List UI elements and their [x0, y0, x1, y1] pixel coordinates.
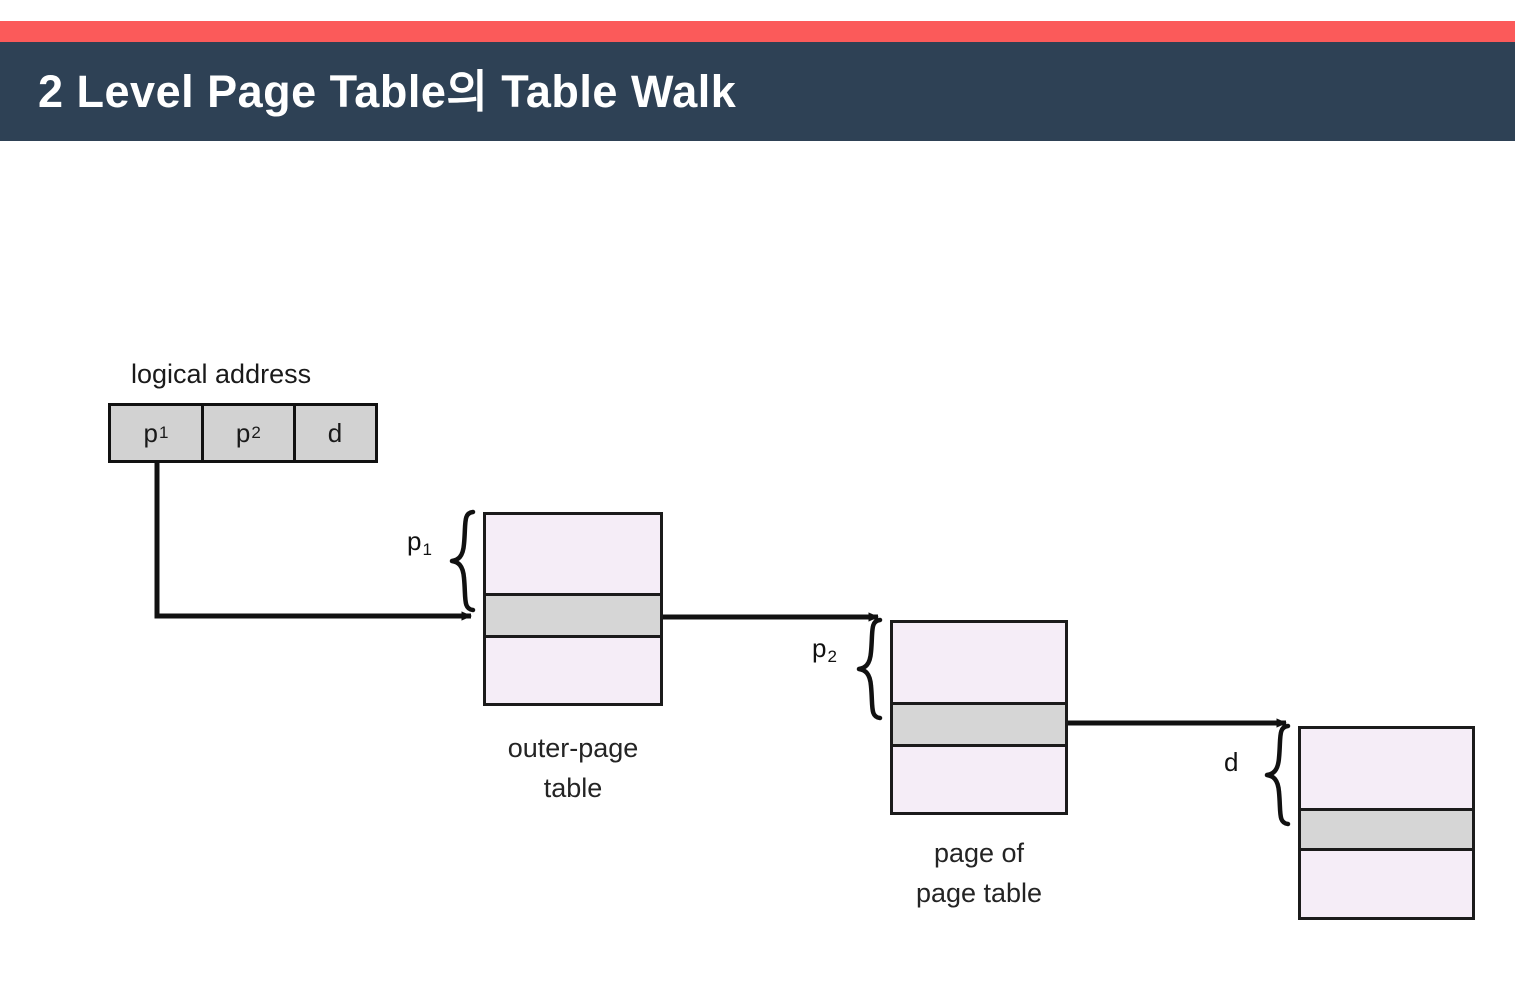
memory-frame-selected-row: [1301, 808, 1472, 851]
outer-page-table-row-3: [486, 638, 660, 703]
brace-label-subscript: 1: [422, 539, 432, 559]
caption-line-2: table: [543, 773, 603, 803]
page-of-page-table: [890, 620, 1068, 815]
outer-page-table-row-1: [486, 515, 660, 593]
diagram-connectors: [154, 463, 1291, 827]
memory-frame-row-3: [1301, 851, 1472, 917]
brace-label-subscript: 2: [827, 646, 837, 666]
brace-p2: [856, 617, 883, 721]
field-subscript: 1: [158, 423, 169, 442]
memory-frame-row-1: [1301, 729, 1472, 808]
logical-address-field-d: d: [292, 406, 375, 460]
page-of-page-table-row-3: [893, 747, 1065, 812]
brace-label-p2: p2: [812, 633, 837, 667]
caption-line-2: page table: [915, 878, 1043, 908]
field-subscript: 2: [251, 423, 261, 442]
caption-line-1: outer-page: [507, 733, 639, 763]
title-bar: [0, 42, 1515, 141]
arrow-p1-to-outer-page-table: [154, 463, 472, 621]
brace-p1: [449, 509, 476, 613]
brace-label-text: p: [812, 633, 827, 663]
brace-d: [1264, 723, 1291, 827]
brace-label-p1: p1: [407, 526, 432, 560]
outer-page-table-selected-row: [486, 593, 660, 638]
field-name: d: [327, 417, 343, 448]
memory-frame: [1298, 726, 1475, 920]
outer-page-table: [483, 512, 663, 706]
field-name: p: [235, 417, 251, 448]
field-name: p: [143, 417, 158, 448]
outer-page-table-caption: outer-page table: [483, 728, 663, 808]
brace-label-d: d: [1224, 747, 1239, 781]
logical-address-label: logical address: [131, 359, 312, 389]
page-of-page-table-row-1: [893, 623, 1065, 702]
brace-label-text: p: [407, 526, 422, 556]
accent-bar: [0, 21, 1515, 42]
page-of-page-table-caption: page of page table: [880, 833, 1078, 913]
page-title: 2 Level Page Table의 Table Walk: [38, 66, 737, 117]
caption-line-1: page of: [933, 838, 1025, 868]
page-of-page-table-selected-row: [893, 702, 1065, 747]
brace-label-text: d: [1224, 747, 1239, 777]
